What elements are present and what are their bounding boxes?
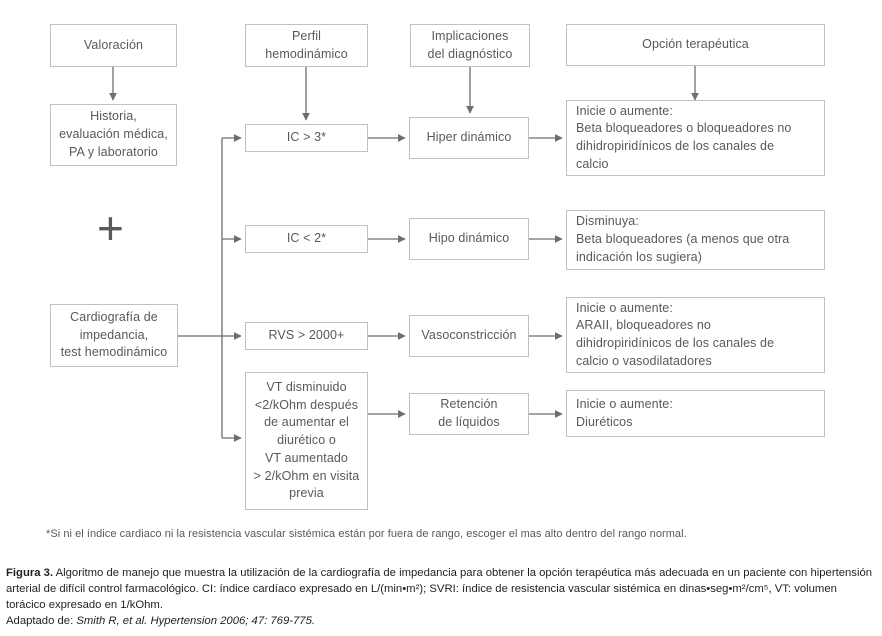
footnote-text: *Si ni el índice cardiaco ni la resisten… — [46, 528, 687, 540]
therapy-box-retencion-liquidos: Inicie o aumente: Diuréticos — [566, 390, 825, 437]
input-cardiografia-impedancia: Cardiografía de impedancia, test hemodin… — [50, 304, 178, 367]
profile-box-ic-mayor-3: IC > 3* — [245, 124, 368, 152]
implication-box-retencion-liquidos: Retención de líquidos — [409, 393, 529, 435]
caption-source-reference: Smith R, et al. Hypertension 2006; 47: 7… — [76, 615, 315, 628]
profile-box-ic-menor-2: IC < 2* — [245, 225, 368, 253]
header-opcion-terapeutica: Opción terapéutica — [566, 24, 825, 66]
implication-box-hiper-dinamico: Hiper dinámico — [409, 117, 529, 159]
plus-symbol: + — [97, 202, 124, 254]
therapy-box-hiper-dinamico: Inicie o aumente: Beta bloqueadores o bl… — [566, 100, 825, 176]
header-perfil-hemodinamico: Perfil hemodinámico — [245, 24, 368, 67]
profile-box-vt-volumen-toracico: VT disminuido <2/kOhm después de aumenta… — [245, 372, 368, 510]
figure-caption: Figura 3. Algoritmo de manejo que muestr… — [6, 565, 878, 629]
caption-figure-label: Figura 3. — [6, 567, 54, 579]
therapy-box-hipo-dinamico: Disminuya: Beta bloqueadores (a menos qu… — [566, 210, 825, 270]
caption-source-prefix: Adaptado de: — [6, 615, 77, 628]
implication-box-vasoconstriccion: Vasoconstricción — [409, 315, 529, 357]
therapy-box-vasoconstriccion: Inicie o aumente: ARAII, bloqueadores no… — [566, 297, 825, 373]
input-historia-evaluacion: Historia, evaluación médica, PA y labora… — [50, 104, 177, 166]
caption-body: Algoritmo de manejo que muestra la utili… — [6, 567, 873, 612]
profile-box-rvs-mayor-2000: RVS > 2000+ — [245, 322, 368, 350]
header-valoracion: Valoración — [50, 24, 177, 67]
implication-box-hipo-dinamico: Hipo dinámico — [409, 218, 529, 260]
header-implicaciones-diagnostico: Implicaciones del diagnóstico — [410, 24, 530, 67]
